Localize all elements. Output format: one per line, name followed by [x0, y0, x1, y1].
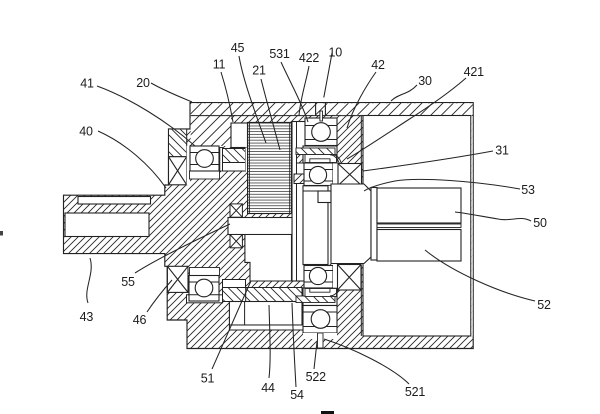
svg-text:521: 521 [405, 385, 426, 399]
svg-text:42: 42 [371, 58, 385, 72]
svg-text:11: 11 [213, 58, 226, 72]
svg-text:421: 421 [464, 65, 485, 79]
svg-text:10: 10 [329, 46, 343, 60]
svg-text:522: 522 [306, 370, 327, 384]
svg-text:40: 40 [79, 125, 93, 139]
svg-text:50: 50 [533, 216, 547, 230]
svg-text:45: 45 [231, 41, 245, 55]
svg-text:54: 54 [290, 388, 304, 402]
svg-text:31: 31 [495, 144, 509, 158]
svg-text:21: 21 [252, 64, 266, 78]
svg-text:422: 422 [299, 51, 320, 65]
svg-text:531: 531 [269, 47, 290, 61]
svg-text:30: 30 [418, 74, 432, 88]
svg-text:44: 44 [261, 381, 275, 395]
svg-text:51: 51 [201, 372, 215, 386]
svg-text:46: 46 [133, 313, 147, 327]
svg-text:53: 53 [521, 183, 535, 197]
svg-text:52: 52 [537, 298, 551, 312]
svg-text:55: 55 [121, 275, 135, 289]
svg-text:20: 20 [136, 76, 150, 90]
svg-text:41: 41 [80, 77, 94, 91]
svg-text:43: 43 [80, 310, 94, 324]
